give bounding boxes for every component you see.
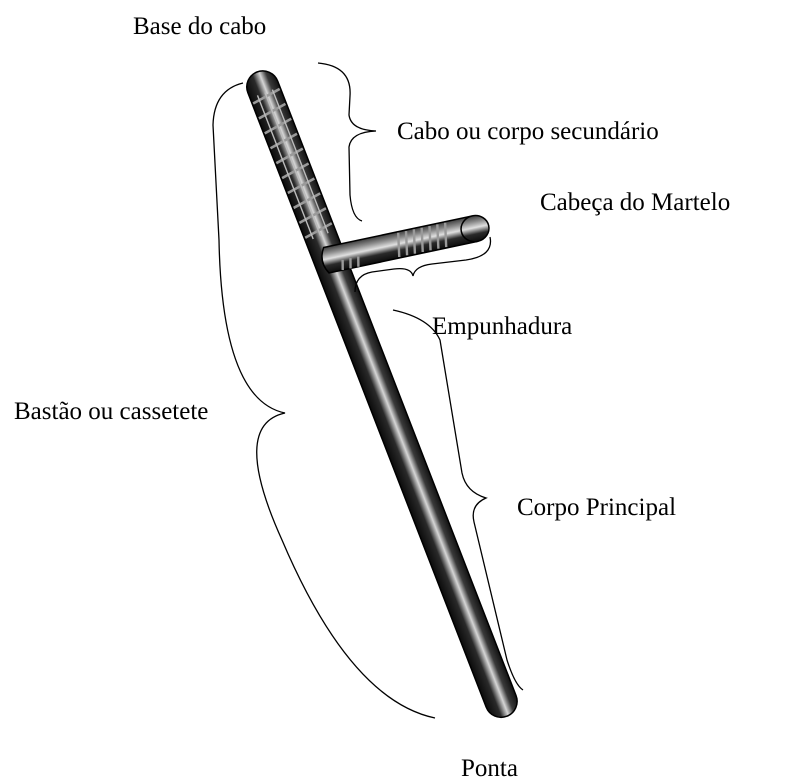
brace-bastao	[212, 82, 436, 719]
label-cabo: Cabo ou corpo secundário	[397, 118, 659, 145]
label-corpo-principal: Corpo Principal	[517, 494, 676, 521]
main-shaft	[246, 70, 518, 719]
secondary-grip-grooves	[256, 89, 329, 240]
handle-grip-rings	[341, 222, 448, 271]
label-base-do-cabo: Base do cabo	[133, 13, 266, 40]
hammer-head-cap	[460, 214, 490, 243]
label-empunhadura: Empunhadura	[432, 313, 572, 340]
brace-cabeca	[354, 236, 492, 293]
brace-corpo-principal	[392, 309, 524, 691]
brace-cabo	[317, 62, 377, 222]
side-handle	[321, 214, 490, 274]
label-ponta: Ponta	[461, 755, 518, 782]
label-cabeca-do-martelo: Cabeça do Martelo	[540, 189, 730, 216]
label-bastao: Bastão ou cassetete	[14, 398, 208, 425]
